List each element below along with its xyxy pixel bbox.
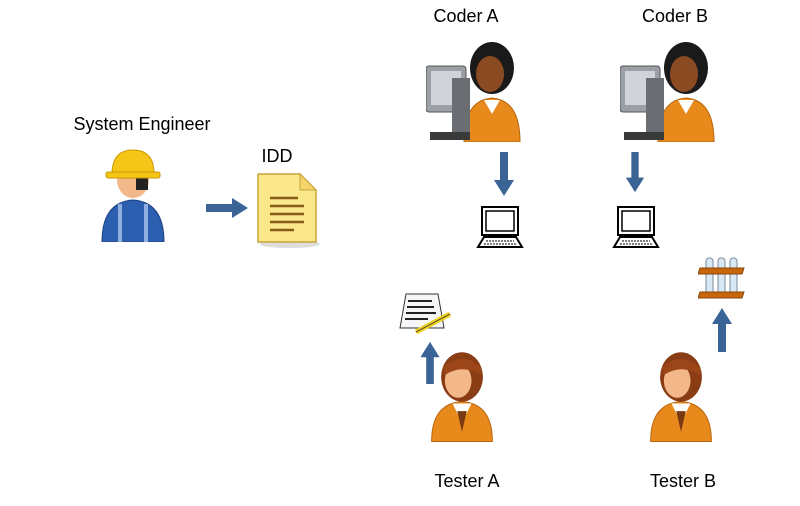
system-engineer-label: System Engineer — [73, 114, 211, 134]
coder-b-icon — [620, 38, 716, 142]
arrow-down-icon — [625, 152, 645, 194]
idd-label: IDD — [261, 146, 293, 166]
coder-a-label: Coder A — [433, 6, 499, 26]
laptop-icon — [612, 203, 660, 251]
tester-a-icon — [424, 346, 500, 442]
arrow-down-icon — [494, 152, 514, 198]
system-engineer-icon — [101, 149, 165, 242]
tester-b-icon — [643, 346, 719, 442]
tester-a-label: Tester A — [434, 471, 500, 491]
tester-b-label: Tester B — [649, 471, 717, 491]
checklist-icon — [399, 293, 452, 335]
arrow-right-icon — [206, 198, 248, 218]
coder-b-label: Coder B — [641, 6, 709, 26]
document-icon — [257, 172, 320, 248]
coder-a-icon — [426, 38, 522, 142]
laptop-icon — [476, 203, 524, 251]
test-tubes-icon — [698, 257, 745, 299]
